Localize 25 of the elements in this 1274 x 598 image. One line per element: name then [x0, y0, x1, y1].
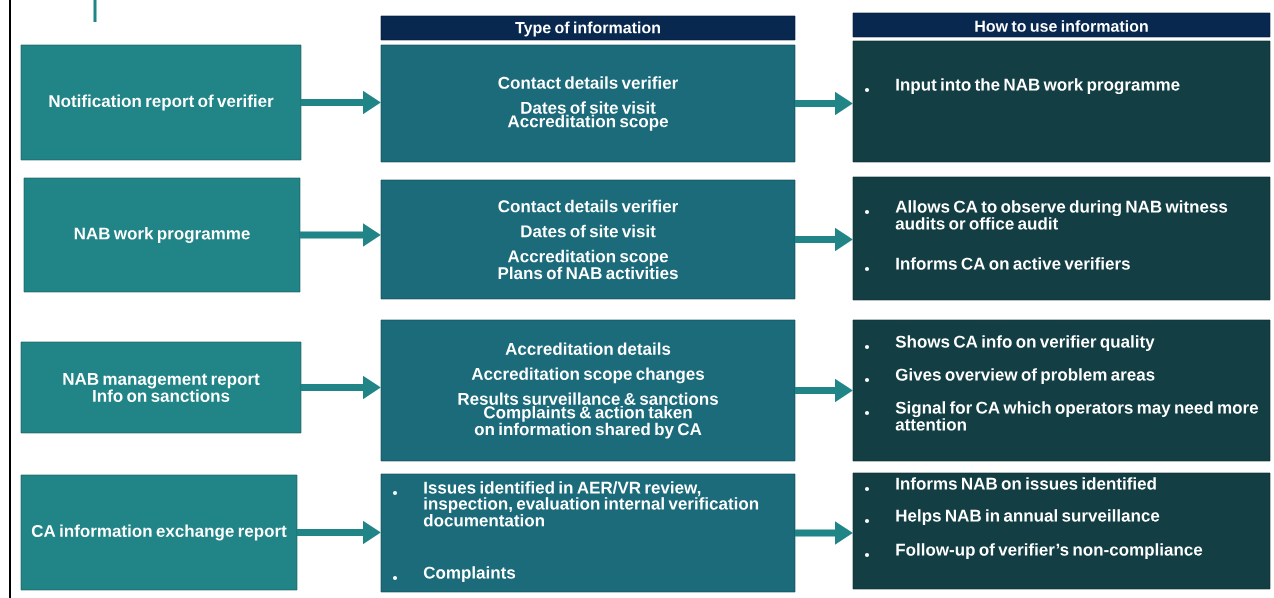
usage-box [852, 319, 1271, 462]
bullet-item: Gives overview of problem areas [865, 368, 1155, 385]
bullet-item: Allows CA to observe during NAB witness audits or office audit [865, 200, 1228, 230]
usage-box [852, 472, 1271, 590]
bullet-item: Signal for CA which operators may need more attention [865, 401, 1258, 431]
bullet-item: Informs CA on active verifiers [865, 257, 1130, 271]
report-box: CA information exchange report [20, 474, 298, 591]
bullet-item: Complaints [393, 566, 516, 583]
report-box: NAB work programme [23, 177, 301, 293]
column-header: How to use information [852, 12, 1271, 38]
bullet-item: Informs NAB on issues identified [865, 477, 1156, 491]
bullet-item: Issues identified in AER/VR review, inspection, evaluation internal verification documentation [393, 481, 759, 527]
usage-box [852, 176, 1271, 301]
info-box: Contact details verifier Dates of site visit Accreditation scope Plans of NAB activities [380, 179, 796, 300]
usage-box [852, 40, 1271, 163]
report-box: Notification report of verifier [20, 44, 302, 161]
bullet-item: Follow-up of verifier’s non-compliance [865, 543, 1203, 560]
bullet-item: Helps NAB in annual surveillance [865, 509, 1160, 526]
report-box: NAB management report Info on sanctions [20, 341, 302, 434]
info-box: Accreditation details Accreditation scope changes Results surveillance & sanctions Complaints & action taken on information shared by CA [380, 319, 796, 462]
info-box: Contact details verifier Dates of site visit Accreditation scope [380, 44, 796, 163]
bullet-item: Shows CA info on verifier quality [865, 335, 1155, 352]
info-box [380, 473, 796, 593]
bullet-item: Input into the NAB work programme [865, 78, 1180, 95]
column-header: Type of information [380, 15, 796, 41]
